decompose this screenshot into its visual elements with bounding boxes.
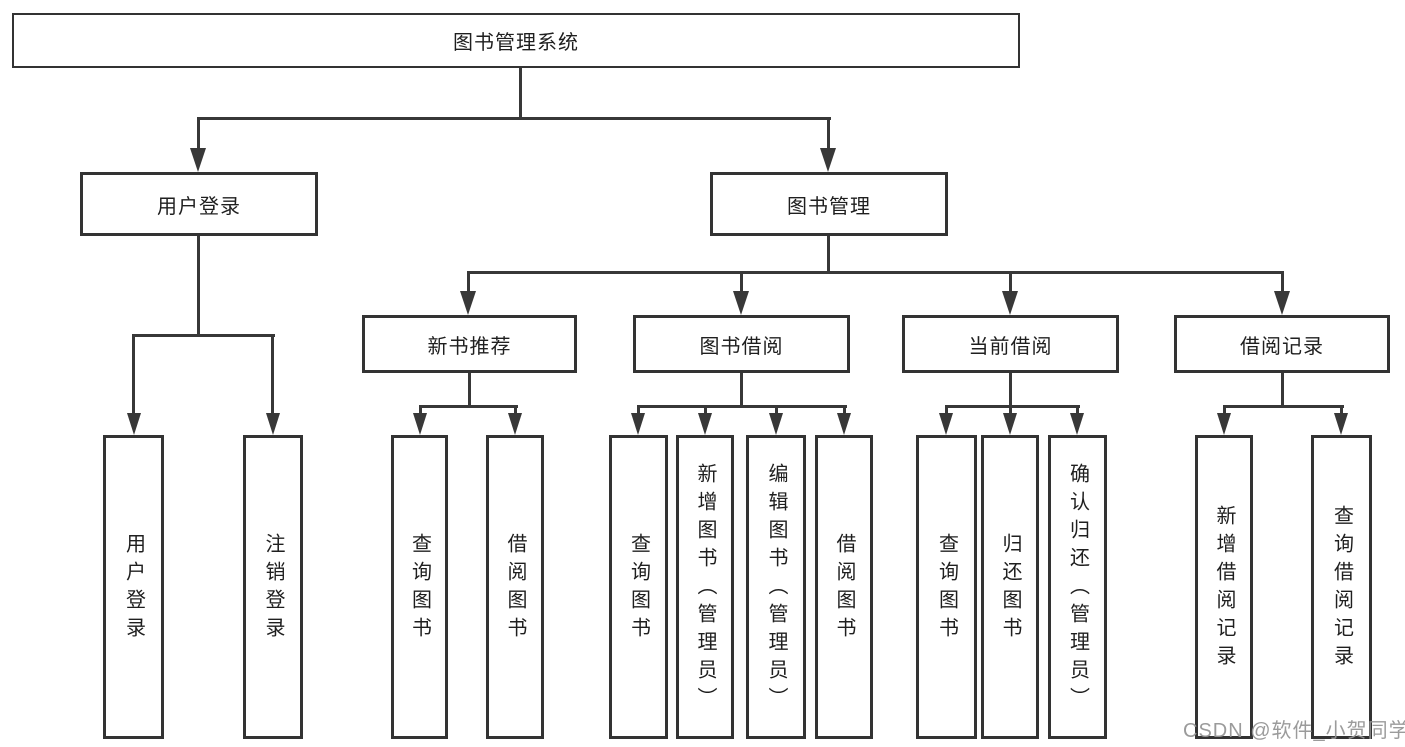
- node-label: 新增图书（管理员）: [694, 463, 716, 715]
- node-label: 当前借阅: [968, 335, 1053, 358]
- node-label: 确认归还（管理员）: [1066, 463, 1089, 715]
- node-label: 注销登录: [262, 533, 284, 645]
- node-label: 用户登录: [157, 195, 241, 218]
- leaf-confirm-return-admin: 确认归还（管理员）: [1048, 435, 1107, 739]
- connector-drop: [1076, 405, 1079, 417]
- arrowhead-icon: [631, 413, 645, 435]
- arrowhead-icon: [127, 413, 141, 435]
- arrowhead-icon: [1217, 413, 1231, 435]
- connector-bookmgmt-bar: [467, 271, 1284, 274]
- node-label: 新增借阅记录: [1213, 505, 1235, 673]
- arrowhead-icon: [939, 413, 953, 435]
- node-label: 借阅图书: [504, 533, 526, 645]
- arrowhead-icon: [1274, 291, 1290, 315]
- leaf-add-borrow-record: 新增借阅记录: [1195, 435, 1253, 739]
- arrowhead-icon: [733, 291, 749, 315]
- node-label: 借阅记录: [1240, 335, 1324, 358]
- node-label: 编辑图书（管理员）: [765, 463, 787, 715]
- arrowhead-icon: [769, 413, 783, 435]
- connector-drop: [1281, 271, 1284, 295]
- connector-drop: [1009, 271, 1012, 295]
- node-label: 借阅图书: [833, 533, 855, 645]
- node-label: 查询图书: [935, 533, 958, 645]
- node-library-system: 图书管理系统: [12, 13, 1020, 68]
- leaf-return-books: 归还图书: [981, 435, 1039, 739]
- connector-drop: [467, 271, 470, 295]
- arrowhead-icon: [508, 413, 522, 435]
- csdn-watermark: CSDN @软件_小贺同学: [1183, 720, 1405, 742]
- connector-drop: [271, 334, 274, 416]
- arrowhead-icon: [1003, 413, 1017, 435]
- connector-root-bar: [197, 117, 831, 120]
- connector-drop: [843, 405, 846, 417]
- leaf-query-books: 查询图书: [916, 435, 977, 739]
- leaf-query-books: 查询图书: [391, 435, 448, 739]
- connector-stem: [468, 373, 471, 407]
- node-book-borrowing: 图书借阅: [633, 315, 850, 373]
- connector-drop: [1009, 405, 1012, 417]
- leaf-user-login: 用户登录: [103, 435, 164, 739]
- leaf-add-books-admin: 新增图书（管理员）: [676, 435, 734, 739]
- node-borrow-records: 借阅记录: [1174, 315, 1390, 373]
- node-label: 图书管理系统: [453, 32, 579, 54]
- arrowhead-icon: [1070, 413, 1084, 435]
- arrowhead-icon: [460, 291, 476, 315]
- connector-stem: [1009, 373, 1012, 407]
- node-label: 新书推荐: [427, 335, 512, 358]
- connector-userlogin-bar: [132, 334, 275, 337]
- connector-root-stem: [519, 68, 522, 118]
- connector-bar: [419, 405, 518, 408]
- node-new-book-recommend: 新书推荐: [362, 315, 577, 373]
- arrowhead-icon: [190, 148, 206, 172]
- node-book-management: 图书管理: [710, 172, 948, 236]
- node-label: 图书借阅: [699, 335, 784, 358]
- arrowhead-icon: [266, 413, 280, 435]
- leaf-logout: 注销登录: [243, 435, 303, 739]
- connector-userlogin-stem: [197, 236, 200, 336]
- connector-drop-book-mgmt: [827, 117, 830, 151]
- node-label: 查询图书: [408, 533, 431, 645]
- arrowhead-icon: [1334, 413, 1348, 435]
- node-current-borrowing: 当前借阅: [902, 315, 1119, 373]
- arrowhead-icon: [1002, 291, 1018, 315]
- node-user-login: 用户登录: [80, 172, 318, 236]
- arrowhead-icon: [820, 148, 836, 172]
- connector-bar: [1223, 405, 1344, 408]
- leaf-query-books: 查询图书: [609, 435, 668, 739]
- connector-drop-user-login: [197, 117, 200, 151]
- node-label: 用户登录: [122, 533, 145, 645]
- arrowhead-icon: [698, 413, 712, 435]
- leaf-query-borrow-record: 查询借阅记录: [1311, 435, 1372, 739]
- connector-bar: [637, 405, 847, 408]
- connector-stem: [1281, 373, 1284, 407]
- connector-drop: [1223, 405, 1226, 417]
- connector-drop: [132, 334, 135, 416]
- connector-bar: [945, 405, 1080, 408]
- connector-drop: [740, 271, 743, 295]
- node-label: 图书管理: [787, 195, 871, 218]
- connector-drop: [514, 405, 517, 417]
- connector-stem: [740, 373, 743, 407]
- node-label: 查询图书: [627, 533, 650, 645]
- arrowhead-icon: [413, 413, 427, 435]
- leaf-edit-books-admin: 编辑图书（管理员）: [746, 435, 806, 739]
- connector-drop: [704, 405, 707, 417]
- node-label: 查询借阅记录: [1330, 505, 1353, 673]
- leaf-borrow-books: 借阅图书: [486, 435, 544, 739]
- connector-drop: [775, 405, 778, 417]
- node-label: 归还图书: [999, 533, 1021, 645]
- connector-drop: [1340, 405, 1343, 417]
- connector-drop: [945, 405, 948, 417]
- leaf-borrow-books: 借阅图书: [815, 435, 873, 739]
- connector-drop: [637, 405, 640, 417]
- connector-bookmgmt-stem: [827, 236, 830, 274]
- connector-drop: [419, 405, 422, 417]
- arrowhead-icon: [837, 413, 851, 435]
